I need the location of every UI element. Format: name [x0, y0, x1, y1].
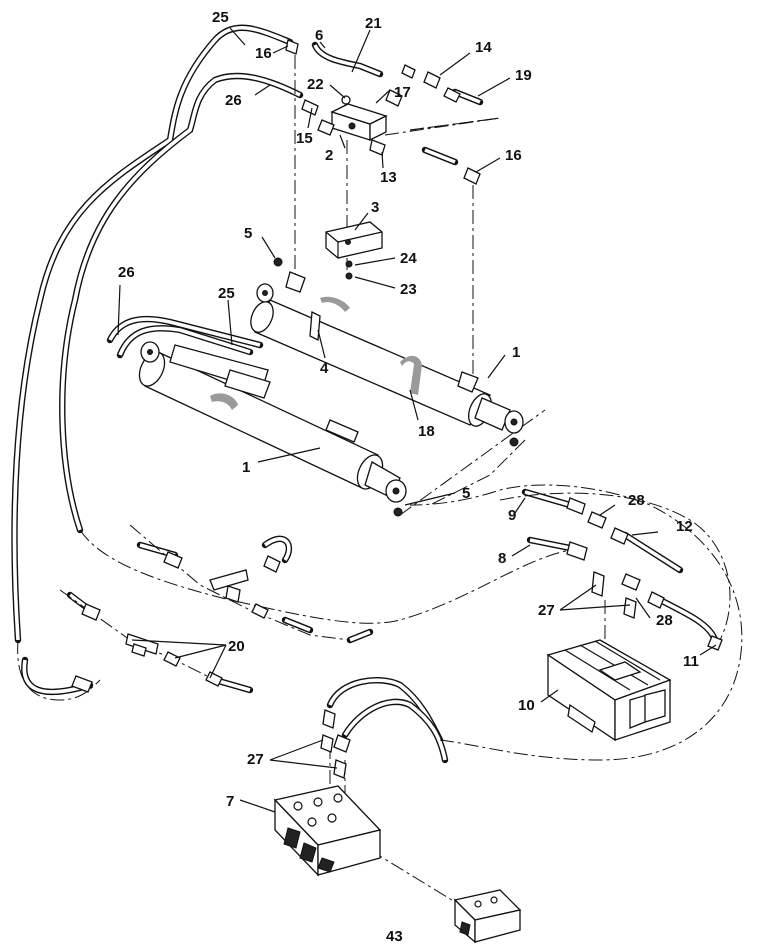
control-valve-7 [273, 785, 382, 877]
hose-9 [521, 488, 574, 509]
callout-27-lower: 27 [247, 751, 264, 768]
callout-13: 13 [380, 169, 397, 186]
callout-23: 23 [400, 281, 417, 298]
callout-11: 11 [683, 653, 699, 670]
callout-26-left: 26 [118, 264, 135, 281]
callout-5-top: 5 [244, 225, 252, 242]
hose-to-valve-7 [326, 676, 449, 764]
cylinder-1-right [250, 271, 524, 434]
hose-6 [311, 41, 384, 78]
callout-27-right: 27 [538, 602, 555, 619]
flow-lines [59, 55, 743, 906]
leader-lines [117, 27, 717, 813]
hose-12 [621, 531, 684, 574]
fittings-small [273, 39, 519, 517]
valve-block-2 [317, 103, 388, 156]
hose-26-upper [59, 72, 304, 534]
callout-12: 12 [676, 518, 693, 535]
fittings-lower [71, 497, 723, 779]
callout-10: 10 [518, 697, 535, 714]
callout-16-right: 16 [505, 147, 522, 164]
cylinder-1-left [138, 341, 407, 503]
callout-28-top: 28 [628, 492, 645, 509]
hose-8 [526, 536, 574, 552]
callout-18: 18 [418, 423, 435, 440]
bracket-3 [325, 221, 383, 259]
callout-22: 22 [307, 76, 324, 93]
callout-17: 17 [394, 84, 411, 101]
page-number: 43 [386, 928, 403, 945]
callout-4: 4 [320, 360, 329, 377]
callout-1-right: 1 [512, 344, 520, 361]
callout-7: 7 [226, 793, 234, 810]
callout-14: 14 [475, 39, 492, 56]
callout-labels: 25 16 6 21 14 19 26 22 17 15 2 13 16 3 5… [118, 9, 699, 945]
callout-9: 9 [508, 507, 516, 524]
callout-1-left: 1 [242, 459, 250, 476]
callout-2: 2 [325, 147, 333, 164]
control-valve-7-end [453, 889, 522, 944]
callout-16-top: 16 [255, 45, 272, 62]
hose-left-cylinder-pair [106, 315, 264, 359]
callout-20: 20 [228, 638, 245, 655]
callout-25-top: 25 [212, 9, 229, 26]
hose-20-branches [66, 535, 374, 694]
callout-15: 15 [296, 130, 313, 147]
callout-5-mid: 5 [462, 485, 470, 502]
hose-16-right [421, 146, 459, 166]
callout-28-right: 28 [656, 612, 673, 629]
hose-25-upper [11, 24, 294, 644]
callout-6: 6 [315, 27, 323, 44]
callout-21: 21 [365, 15, 382, 32]
control-valve-10 [546, 639, 672, 742]
callout-3: 3 [371, 199, 379, 216]
callout-26-top: 26 [225, 92, 242, 109]
callout-19: 19 [515, 67, 532, 84]
hose-left-lower [17, 639, 101, 701]
callout-8: 8 [498, 550, 506, 567]
callout-24: 24 [400, 250, 417, 267]
callout-25-left: 25 [218, 285, 235, 302]
